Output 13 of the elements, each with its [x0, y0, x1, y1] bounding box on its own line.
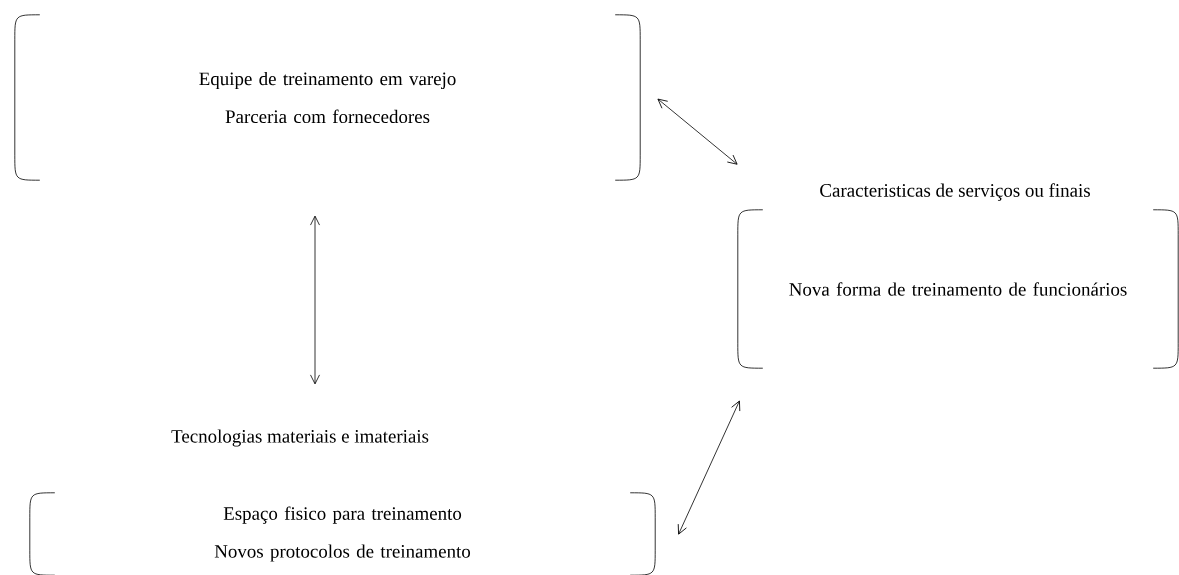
- heading: Tecnologias materiais e imateriais: [171, 429, 429, 447]
- double-arrow: [310, 215, 320, 385]
- box-text: Nova forma de treinamento de funcionários: [789, 282, 1127, 296]
- bracket-box: [29, 429, 656, 575]
- box-text: Equipe de treinamento em varejo: [199, 71, 456, 90]
- heading: Caracteristicas de serviços ou finais: [820, 183, 1090, 201]
- box-text: Espaço fisico para treinamento: [223, 506, 462, 524]
- box-text: Novos protocolos de treinamento: [214, 544, 471, 562]
- bracket-box: [737, 183, 1179, 369]
- bracket-box: [14, 14, 641, 181]
- box-text: Parceria com fornecedores: [225, 109, 430, 124]
- double-arrow: [657, 98, 738, 165]
- double-arrow: [677, 400, 741, 535]
